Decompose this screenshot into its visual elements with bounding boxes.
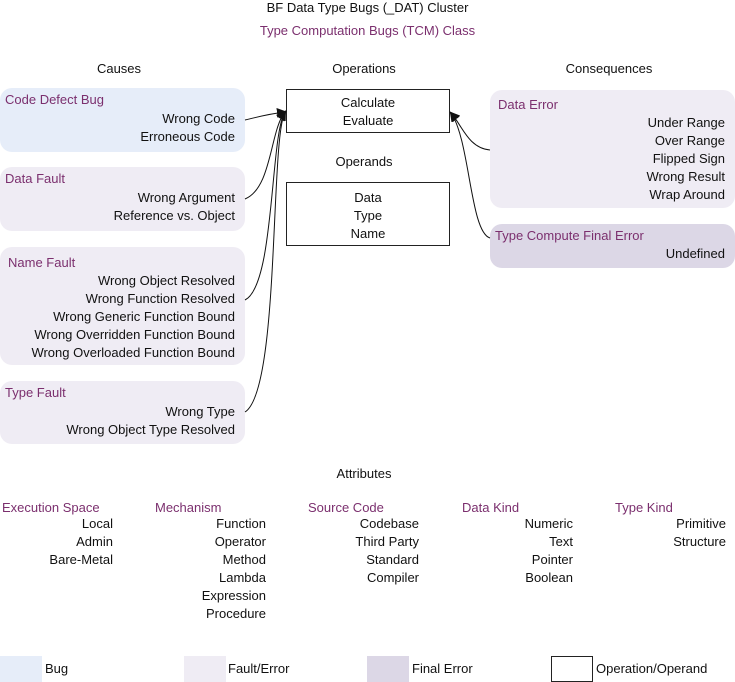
consequence-item: Wrap Around (649, 187, 725, 202)
cause-item: Wrong Code (162, 111, 235, 126)
cause-type-fault: Type Fault Wrong Type Wrong Object Type … (0, 381, 245, 444)
attribute-title: Data Kind (462, 500, 520, 515)
attribute-source-code: Source Code Codebase Third Party Standar… (308, 500, 438, 587)
cause-title: Name Fault (8, 255, 76, 270)
consequence-item: Flipped Sign (652, 151, 725, 166)
legend-label-final-error: Final Error (412, 661, 473, 676)
consequence-item: Wrong Result (646, 169, 725, 184)
attribute-item: Operator (214, 534, 266, 549)
attribute-type-kind: Type Kind Primitive Structure (615, 500, 733, 551)
diagram-subtitle: Type Computation Bugs (TCM) Class (259, 23, 476, 38)
attribute-item: Function (216, 516, 266, 531)
attribute-title: Mechanism (155, 500, 222, 515)
legend-swatch-operation (551, 656, 593, 682)
attribute-item: Pointer (531, 552, 573, 567)
cause-title: Type Fault (5, 385, 66, 400)
cause-code-defect-bug: Code Defect Bug Wrong Code Erroneous Cod… (0, 88, 245, 152)
consequence-item: Under Range (647, 115, 725, 130)
diagram-title: BF Data Type Bugs (_DAT) Cluster (266, 0, 469, 15)
attribute-item: Text (549, 534, 573, 549)
cause-title: Data Fault (5, 171, 65, 186)
attribute-item: Standard (366, 552, 419, 567)
cause-item: Wrong Overridden Function Bound (34, 327, 235, 342)
legend-swatch-bug (0, 656, 42, 682)
attribute-item: Primitive (676, 516, 726, 531)
attribute-title: Source Code (308, 500, 384, 515)
operands-box: Data Type Name (286, 182, 450, 246)
operations-header: Operations (332, 61, 396, 76)
cause-data-fault: Data Fault Wrong Argument Reference vs. … (0, 167, 245, 231)
connector-type-fault (244, 110, 286, 413)
attribute-item: Method (222, 552, 266, 567)
operation-item: Calculate (340, 95, 396, 110)
cause-item: Wrong Type (165, 404, 235, 419)
operand-item: Type (353, 208, 383, 223)
connector-name-fault (244, 110, 287, 301)
attribute-item: Admin (76, 534, 113, 549)
attribute-mechanism: Mechanism Function Operator Method Lambd… (155, 500, 285, 623)
consequence-title: Type Compute Final Error (495, 228, 644, 243)
operand-item: Data (354, 190, 382, 205)
connector-data-error (449, 111, 491, 151)
legend-label-bug: Bug (45, 661, 69, 676)
attribute-item: Boolean (525, 570, 573, 585)
attributes-header: Attributes (336, 466, 392, 481)
legend-label-operation: Operation/Operand (596, 661, 708, 676)
consequence-item: Over Range (654, 133, 725, 148)
attribute-title: Type Kind (615, 500, 673, 515)
consequence-final-error: Type Compute Final Error Undefined (490, 224, 735, 268)
consequence-title: Data Error (498, 97, 558, 112)
attribute-item: Lambda (219, 570, 266, 585)
attribute-item: Codebase (359, 516, 419, 531)
cause-item: Wrong Overloaded Function Bound (31, 345, 235, 360)
connector-code-defect (244, 107, 287, 121)
legend-swatch-final-error (367, 656, 409, 682)
connector-data-fault (244, 110, 287, 200)
attribute-item: Expression (201, 588, 266, 603)
cause-item: Reference vs. Object (113, 208, 235, 223)
legend-swatch-fault (184, 656, 226, 682)
connector-final-error (449, 111, 491, 239)
consequences-header: Consequences (565, 61, 653, 76)
causes-header: Causes (96, 61, 142, 76)
cause-name-fault: Name Fault Wrong Object Resolved Wrong F… (0, 247, 245, 365)
consequence-data-error: Data Error Under Range Over Range Flippe… (490, 90, 735, 208)
operand-item: Name (350, 226, 386, 241)
cause-item: Wrong Object Resolved (97, 273, 235, 288)
cause-item: Wrong Generic Function Bound (53, 309, 235, 324)
legend-label-fault: Fault/Error (228, 661, 290, 676)
attribute-data-kind: Data Kind Numeric Text Pointer Boolean (462, 500, 592, 587)
attribute-item: Third Party (355, 534, 419, 549)
attribute-item: Procedure (206, 606, 266, 621)
attribute-item: Local (81, 516, 113, 531)
cause-item: Wrong Object Type Resolved (66, 422, 235, 437)
attribute-item: Bare-Metal (49, 552, 113, 567)
operations-box: Calculate Evaluate (286, 89, 450, 133)
attribute-item: Structure (673, 534, 726, 549)
attribute-title: Execution Space (2, 500, 100, 515)
cause-title: Code Defect Bug (5, 92, 105, 107)
operands-header: Operands (335, 154, 393, 169)
cause-item: Erroneous Code (140, 129, 235, 144)
attribute-item: Compiler (366, 570, 419, 585)
attribute-item: Numeric (524, 516, 573, 531)
cause-item: Wrong Argument (137, 190, 235, 205)
consequence-item: Undefined (665, 246, 725, 261)
operation-item: Evaluate (342, 113, 394, 128)
attribute-execution-space: Execution Space Local Admin Bare-Metal (2, 500, 132, 569)
cause-item: Wrong Function Resolved (85, 291, 235, 306)
